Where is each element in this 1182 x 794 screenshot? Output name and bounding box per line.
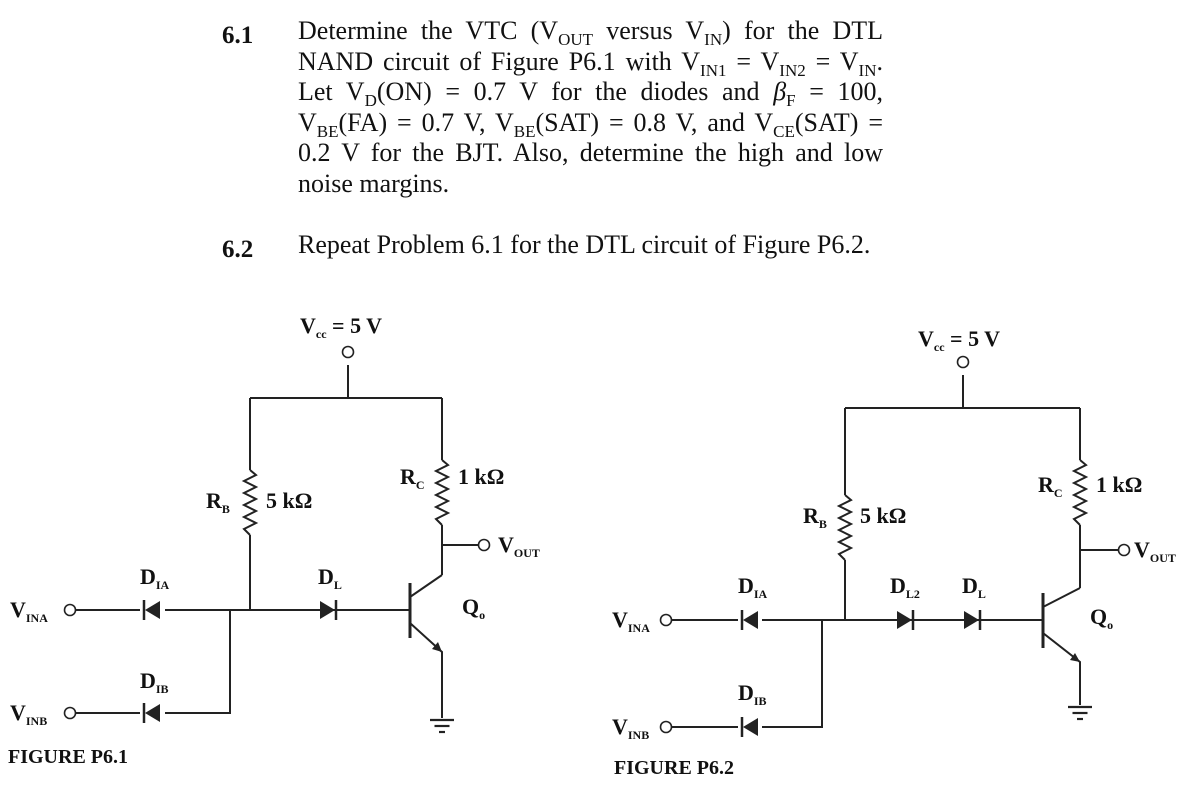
vina-label: VINA <box>612 607 650 635</box>
vinb-terminal <box>659 720 673 734</box>
rb-label: RB <box>803 503 827 531</box>
diode-ia-symbol <box>142 598 162 622</box>
diode-l2-label: DL2 <box>890 573 920 601</box>
rc-value: 1 kΩ <box>1096 472 1142 497</box>
vout-label: VOUT <box>498 532 540 560</box>
rb-label: RB <box>206 488 230 516</box>
diode-ib-label: DIB <box>140 668 169 696</box>
rc-resistor <box>433 459 451 526</box>
rc-label: RC <box>400 464 425 492</box>
vinb-terminal <box>63 706 77 720</box>
transistor-q0-symbol <box>408 574 443 718</box>
vout-terminal <box>1117 543 1131 557</box>
ground-symbol <box>1066 705 1094 721</box>
rb-value: 5 kΩ <box>860 503 906 528</box>
vina-label: VINA <box>10 597 48 625</box>
diode-ib-symbol <box>142 701 162 725</box>
vinb-label: VINB <box>612 714 649 742</box>
diode-l-label: DL <box>318 564 342 592</box>
vcc-terminal <box>956 355 970 369</box>
ground-symbol <box>428 718 456 734</box>
diode-ib-label: DIB <box>738 680 767 708</box>
figure-caption: FIGURE P6.1 <box>8 746 128 768</box>
vout-label: VOUT <box>1134 537 1176 565</box>
figure-p6-2: Vcc = 5 V RB 5 kΩ RC 1 kΩ VOUT DIA DIB D… <box>612 326 1176 779</box>
transistor-q0-label: Qo <box>1090 604 1113 632</box>
diode-ia-symbol <box>740 608 760 632</box>
transistor-q0-symbol <box>1041 587 1081 705</box>
diode-ia-label: DIA <box>140 564 170 592</box>
rb-resistor <box>241 469 259 536</box>
problem-text: Repeat Problem 6.1 for the DTL circuit o… <box>298 230 871 259</box>
diode-l-label: DL <box>962 573 986 601</box>
rb-resistor <box>836 494 854 561</box>
problem-text: Determine the VTC (VOUT versus VIN) for … <box>298 16 884 198</box>
transistor-q0-label: Qo <box>462 594 485 622</box>
vout-terminal <box>477 538 491 552</box>
diode-ib-symbol <box>740 715 760 739</box>
figure-caption: FIGURE P6.2 <box>614 757 734 779</box>
diode-l-symbol <box>318 598 338 622</box>
problem-number: 6.1 <box>222 22 254 49</box>
vcc-label: Vcc = 5 V <box>918 326 1000 354</box>
vcc-label: Vcc = 5 V <box>300 313 382 341</box>
vcc-terminal <box>341 345 355 359</box>
diode-ia-label: DIA <box>738 573 768 601</box>
vina-terminal <box>63 603 77 617</box>
problem-statements: 6.1 Determine the VTC (VOUT versus VIN) … <box>0 0 1182 300</box>
rc-label: RC <box>1038 472 1063 500</box>
diode-l-symbol <box>962 608 982 632</box>
figure-p6-1: Vcc = 5 V RB 5 kΩ RC 1 kΩ VOUT DIA DIB D… <box>8 313 540 768</box>
vinb-label: VINB <box>10 700 47 728</box>
problem-number: 6.2 <box>222 236 254 263</box>
rc-value: 1 kΩ <box>458 464 504 489</box>
diode-l2-symbol <box>895 608 915 632</box>
vina-terminal <box>659 613 673 627</box>
rc-resistor <box>1071 459 1089 526</box>
rb-value: 5 kΩ <box>266 488 312 513</box>
